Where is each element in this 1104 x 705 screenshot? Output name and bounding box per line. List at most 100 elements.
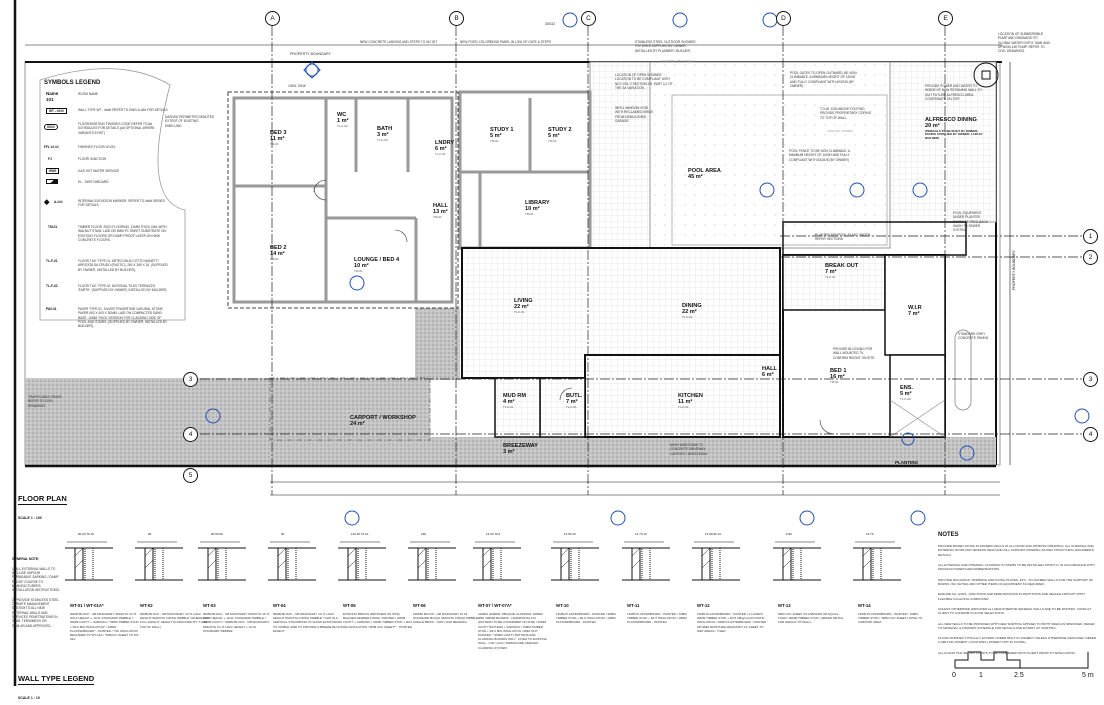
annotation-concrete-paving: STANDARD GREY CONCRETE PAVING bbox=[958, 332, 989, 341]
legend-symbol: FJ bbox=[48, 157, 52, 161]
grid-marker-5: 5 bbox=[183, 468, 198, 483]
wall-type-dimensions: 90 90 90 bbox=[211, 532, 223, 536]
legend-symbol: XX## bbox=[44, 124, 58, 130]
wall-section-drawing bbox=[692, 538, 742, 584]
legend-symbol: A-### bbox=[54, 200, 63, 204]
property-boundary-label: PROPERTY BOUNDARY bbox=[290, 52, 331, 56]
overall-dimension: 30532 bbox=[545, 22, 555, 26]
scale-label-1: 1 bbox=[979, 672, 983, 679]
annotation-new-concrete: NEW CONCRETE LANDING AND STEPS TO NO 007 bbox=[360, 40, 438, 44]
annotation-trafficable: TRAFFICABLE GRASS. REFER TO CIVIL DRAWIN… bbox=[28, 395, 63, 408]
grid-marker-4: 4 bbox=[1083, 427, 1098, 442]
legend-item: FINISHED FLOOR LEVEL bbox=[78, 145, 116, 149]
annotation-power-water: PROVIDE POWER AND WATER TO INSIDE OF NEW… bbox=[925, 84, 982, 101]
scale-label-2-5: 2.5 bbox=[1014, 672, 1024, 679]
scale-bar bbox=[954, 651, 1089, 669]
wall-section-drawing bbox=[198, 538, 248, 584]
symbols-legend-title: SYMBOLS LEGEND bbox=[44, 80, 101, 86]
annotation-new-fence: NEW FIXED COLORBOND PANEL IN LIEU OF GAT… bbox=[460, 40, 552, 44]
elevation-marker-icon: ◆ bbox=[44, 199, 50, 206]
floor-plan-drawing bbox=[13, 0, 1090, 686]
legend-symbol: PAV-01 bbox=[46, 307, 57, 311]
wall-type-dimensions: 13 70 13 bbox=[635, 532, 647, 536]
switchboard-icon bbox=[46, 179, 58, 184]
wall-type-dimensions: 14 20 70 9 bbox=[486, 532, 501, 536]
legend-item: FLOOR TILE TYPE 01. ARTECONUS COTTO MANE… bbox=[78, 259, 168, 272]
legend-item: FLOOR TILE TYPE 02. NATIONAL TILES TERRA… bbox=[78, 284, 168, 293]
scale-label-5m: 5 m bbox=[1082, 672, 1094, 679]
grid-marker-b: B bbox=[449, 11, 464, 26]
annotation-planter-bed: PLANTER BED/POOL PLANT UNDER - REFER SEC… bbox=[815, 233, 873, 242]
legend-item: GAS HOT WATER SERVICE bbox=[78, 169, 120, 173]
wall-section-drawing bbox=[135, 538, 185, 584]
legend-symbol: TM-01 bbox=[48, 225, 58, 229]
scale-label-0: 0 bbox=[952, 672, 956, 679]
wall-section-drawing bbox=[551, 538, 601, 584]
annotation-planting-owner: PLANTING (BY OWNER) bbox=[662, 59, 694, 63]
legend-item: EL - SWITCHBOARD bbox=[78, 180, 109, 184]
wall-type-dimensions: 6 90 bbox=[786, 532, 792, 536]
wall-section-drawing bbox=[622, 538, 672, 584]
legend-item: PAVER TYPE 01. SILVER TRAVERTINE NATURAL… bbox=[78, 307, 168, 329]
legend-item: FLOOR JUNCTION bbox=[78, 157, 106, 161]
wall-type-dimensions: 90 20 70 10 bbox=[78, 532, 94, 536]
annotation-shower-location: LOCATION OF OPEN SHOWER. LOCATION TO BE … bbox=[615, 73, 673, 90]
wall-section-drawing bbox=[338, 538, 388, 584]
wall-type-dimensions: 90 bbox=[281, 532, 285, 536]
legend-symbol: FFL ##.## bbox=[44, 145, 59, 149]
grid-marker-2: 2 bbox=[1083, 250, 1098, 265]
annotation-pool-equipment: POOL EQUIPMENT UNDER PLANTER. CONNECT PO… bbox=[953, 211, 988, 233]
legend-item: INTERNAL ELEVATION MARKER. REFER TO ####… bbox=[78, 199, 165, 208]
annotation-pool-fence: POOL FENCE TO BE NON CLIMBABLE. A MINIMU… bbox=[789, 149, 851, 162]
annotation-lawn: LAWN (BY OWNER) bbox=[827, 129, 853, 133]
legend-name-sample: Name bbox=[46, 91, 59, 96]
annotation-infill: INFILL WINDOW VOID WITH RECLAIMED BRICK … bbox=[615, 106, 654, 123]
wall-type-dimensions: 90 bbox=[148, 532, 152, 536]
wall-type-wt-01: WT-01 / WT-01A*90MM BLOCK - GB MASONARY … bbox=[70, 603, 140, 642]
annotation-shower: STAINLESS STEEL OUTDOOR SHOWER. FIXTURES… bbox=[635, 40, 697, 53]
planting-label: PLANTING bbox=[895, 460, 918, 465]
wall-section-drawing bbox=[65, 538, 115, 584]
general-notes: GENERAL NOTE: 1. ALL EXTERNAL WALLS TO I… bbox=[12, 557, 60, 628]
wall-section-drawing bbox=[408, 538, 458, 584]
tank-label: 1000L TANK bbox=[288, 84, 306, 88]
annotation-tv-blocking: PROVIDE BLOCKING FOR WALL MOUNTED TV. CO… bbox=[833, 347, 876, 360]
wall-type-dimensions: 13 90 90 13 bbox=[705, 532, 721, 536]
wall-section-drawing bbox=[473, 538, 523, 584]
grid-marker-4-left: 4 bbox=[183, 427, 198, 442]
grid-marker-3-left: 3 bbox=[183, 372, 198, 387]
grid-marker-3: 3 bbox=[1083, 372, 1098, 387]
wall-type-dimensions: 13 90 13 bbox=[564, 532, 576, 536]
wall-section-drawing bbox=[268, 538, 318, 584]
grid-marker-a: A bbox=[265, 11, 280, 26]
wall-section-drawing bbox=[853, 538, 903, 584]
section-markers bbox=[205, 12, 1090, 526]
legend-item: ROOM NAME bbox=[78, 92, 99, 96]
